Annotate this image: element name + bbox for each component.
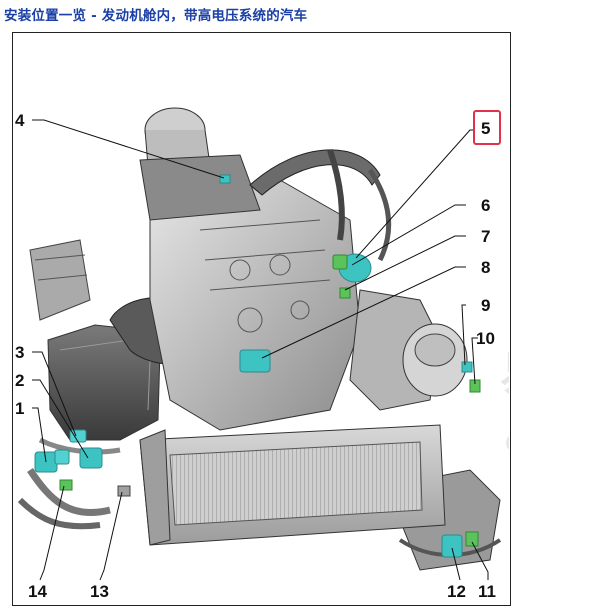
- callout-1: 1: [15, 399, 24, 418]
- component-12-cyan: [441, 534, 463, 558]
- component-14-green: [59, 479, 73, 491]
- callout-9: 9: [481, 296, 490, 315]
- component-11-green: [465, 531, 479, 547]
- page-title: 安装位置一览 - 发动机舱内，带高电压系统的汽车: [4, 8, 308, 24]
- component-13: [117, 485, 131, 497]
- callout-6: 6: [481, 196, 490, 215]
- callout-10: 10: [476, 329, 495, 348]
- highlighted-components: [34, 174, 481, 558]
- engine-illustration: [17, 107, 502, 571]
- watermark: 易汽 car388 易汽 car388: [500, 58, 607, 456]
- leader-lines: [32, 119, 489, 581]
- watermark-glyph: 易汽: [515, 58, 607, 110]
- callout-3: 3: [15, 343, 24, 362]
- callout-12: 12: [447, 582, 466, 601]
- component-4-cyan: [219, 174, 231, 184]
- callout-7: 7: [481, 227, 490, 246]
- callout-4: 4: [15, 111, 25, 130]
- component-8-cyan: [239, 349, 271, 373]
- component-1-cyan: [34, 449, 70, 473]
- callout-2: 2: [15, 371, 24, 390]
- watermark-text-lower: car388: [505, 425, 591, 456]
- callout-8: 8: [481, 258, 490, 277]
- callout-13: 13: [90, 582, 109, 601]
- callout-14: 14: [28, 582, 47, 601]
- callout-labels: 1 2 3 4 5 6 7 8 9 10 11 12 13 14: [15, 110, 501, 601]
- watermark-text: car388: [520, 135, 606, 166]
- callout-5: 5: [481, 119, 490, 138]
- component-6-cyan: [332, 253, 372, 283]
- watermark-glyph-lower: 易汽: [500, 348, 592, 400]
- callout-5-highlight-box: [473, 110, 501, 145]
- component-7-green: [339, 287, 351, 299]
- callout-11: 11: [478, 582, 496, 601]
- component-9-cyan: [461, 361, 473, 373]
